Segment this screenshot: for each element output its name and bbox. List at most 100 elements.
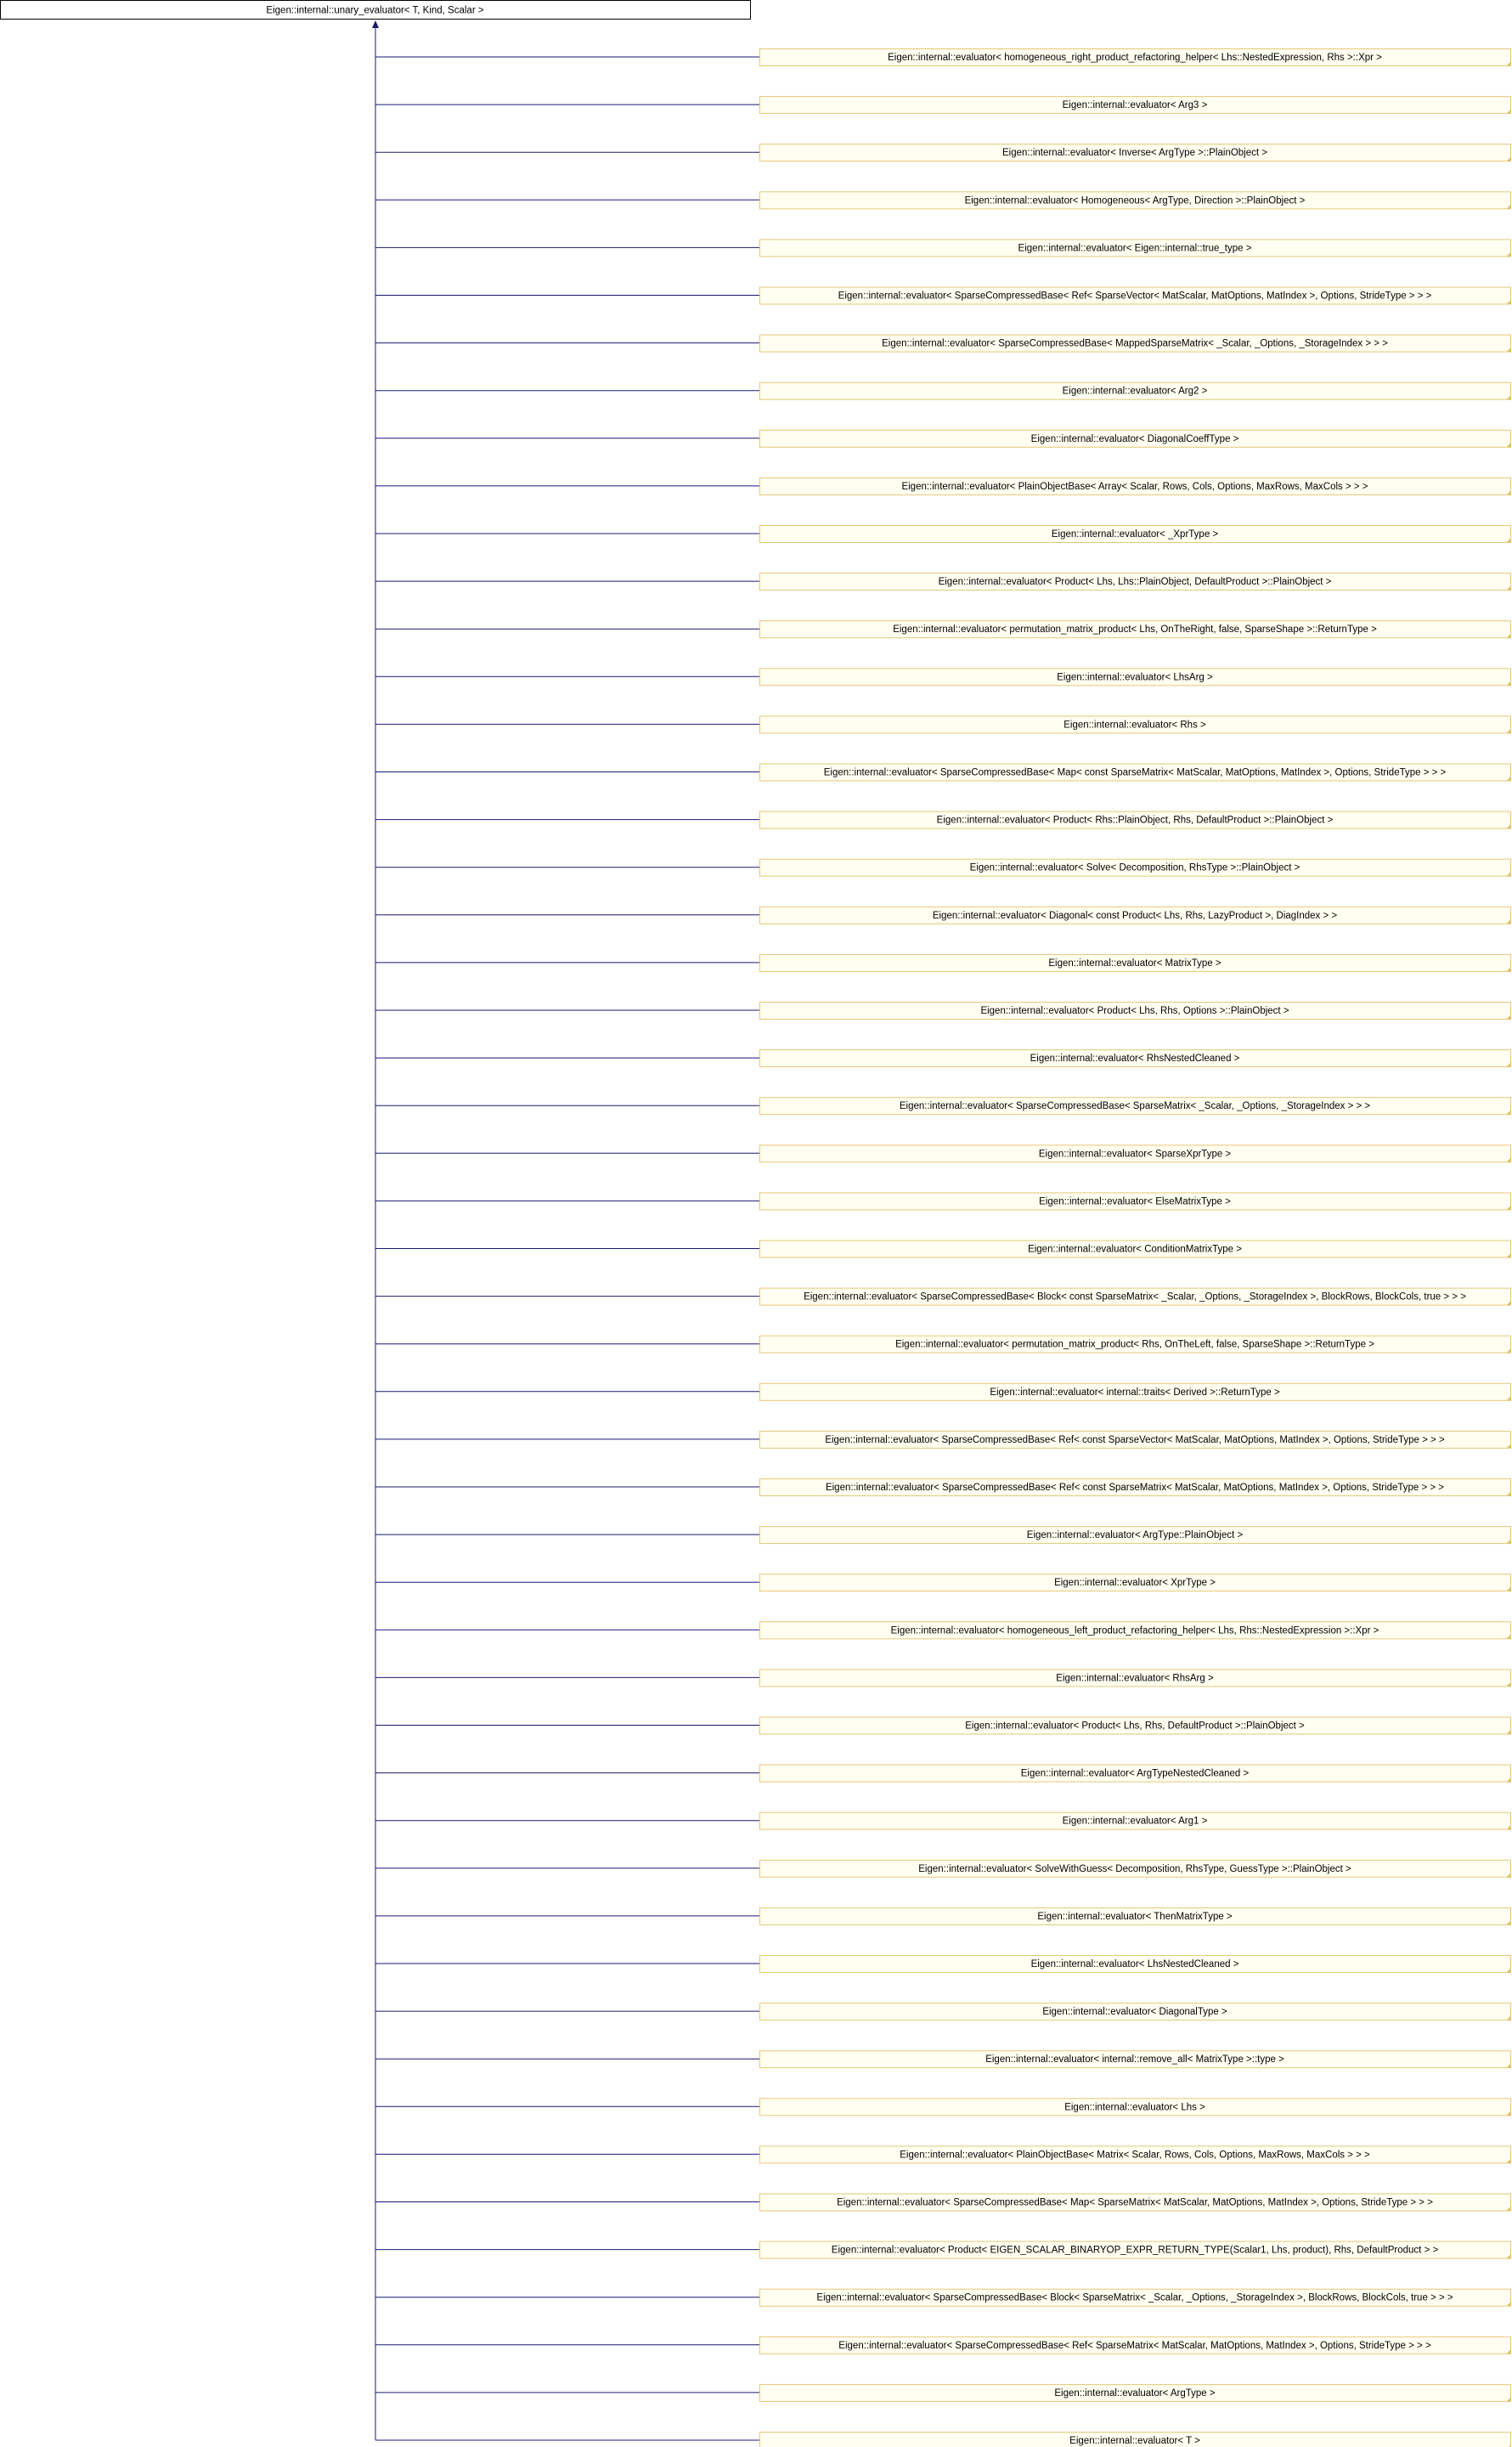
derived-class-node[interactable]: Eigen::internal::evaluator< Product< EIG… xyxy=(759,2241,1511,2259)
derived-class-box xyxy=(759,1478,1511,1496)
derived-class-node[interactable]: Eigen::internal::evaluator< SparseCompre… xyxy=(759,1097,1511,1116)
incomplete-node-corner-mark xyxy=(1506,2302,1511,2307)
derived-class-node[interactable]: Eigen::internal::evaluator< homogeneous_… xyxy=(759,1621,1511,1640)
incomplete-node-corner-mark xyxy=(1506,443,1511,448)
derived-class-node[interactable]: Eigen::internal::evaluator< SparseCompre… xyxy=(759,1287,1511,1306)
incomplete-node-corner-mark xyxy=(1506,1681,1511,1687)
derived-class-node[interactable]: Eigen::internal::evaluator< RhsArg > xyxy=(759,1669,1511,1687)
incomplete-node-corner-mark xyxy=(1506,61,1511,66)
derived-class-node[interactable]: Eigen::internal::evaluator< PlainObjectB… xyxy=(759,477,1511,495)
derived-class-box xyxy=(759,1287,1511,1306)
derived-class-node[interactable]: Eigen::internal::evaluator< permutation_… xyxy=(759,620,1511,639)
incomplete-node-corner-mark xyxy=(1506,1968,1511,1973)
derived-class-box xyxy=(759,668,1511,687)
derived-class-node[interactable]: Eigen::internal::evaluator< SparseCompre… xyxy=(759,286,1511,305)
incomplete-node-corner-mark xyxy=(1506,1110,1511,1115)
derived-class-node[interactable]: Eigen::internal::evaluator< Product< Lhs… xyxy=(759,1002,1511,1020)
derived-class-node[interactable]: Eigen::internal::evaluator< ArgType > xyxy=(759,2383,1511,2402)
derived-class-node[interactable]: Eigen::internal::evaluator< MatrixType > xyxy=(759,953,1511,972)
derived-class-node[interactable]: Eigen::internal::evaluator< ElseMatrixTy… xyxy=(759,1192,1511,1211)
derived-class-node[interactable]: Eigen::internal::evaluator< Diagonal< co… xyxy=(759,906,1511,924)
derived-class-box xyxy=(759,1621,1511,1640)
derived-class-box xyxy=(759,1907,1511,1925)
derived-class-node[interactable]: Eigen::internal::evaluator< LhsArg > xyxy=(759,668,1511,687)
incomplete-node-corner-mark xyxy=(1506,1444,1511,1449)
derived-class-node[interactable]: Eigen::internal::evaluator< T > xyxy=(759,2432,1511,2447)
derived-class-node[interactable]: Eigen::internal::evaluator< Solve< Decom… xyxy=(759,858,1511,877)
derived-class-node[interactable]: Eigen::internal::evaluator< ThenMatrixTy… xyxy=(759,1907,1511,1925)
derived-class-node[interactable]: Eigen::internal::evaluator< DiagonalType… xyxy=(759,2003,1511,2021)
derived-class-node[interactable]: Eigen::internal::evaluator< PlainObjectB… xyxy=(759,2145,1511,2164)
incomplete-node-corner-mark xyxy=(1506,395,1511,400)
derived-class-node[interactable]: Eigen::internal::evaluator< SolveWithGue… xyxy=(759,1859,1511,1878)
derived-class-node[interactable]: Eigen::internal::evaluator< internal::tr… xyxy=(759,1382,1511,1401)
derived-class-box xyxy=(759,2145,1511,2164)
derived-class-box xyxy=(759,1240,1511,1258)
derived-class-label: Eigen::internal::evaluator< ArgType::Pla… xyxy=(1027,1530,1244,1540)
derived-class-node[interactable]: Eigen::internal::evaluator< LhsNestedCle… xyxy=(759,1955,1511,1973)
derived-class-node[interactable]: Eigen::internal::evaluator< Product< Lhs… xyxy=(759,573,1511,591)
derived-class-box xyxy=(759,191,1511,210)
derived-class-node[interactable]: Eigen::internal::evaluator< Homogeneous<… xyxy=(759,191,1511,210)
derived-class-label: Eigen::internal::evaluator< Arg1 > xyxy=(1063,1817,1208,1827)
derived-class-node[interactable]: Eigen::internal::evaluator< XprType > xyxy=(759,1574,1511,1592)
derived-class-node[interactable]: Eigen::internal::evaluator< homogeneous_… xyxy=(759,48,1511,66)
derived-class-node[interactable]: Eigen::internal::evaluator< Product< Lhs… xyxy=(759,1716,1511,1735)
incomplete-node-corner-mark xyxy=(1506,2158,1511,2163)
derived-class-label: Eigen::internal::evaluator< SparseCompre… xyxy=(838,2341,1431,2351)
derived-class-node[interactable]: Eigen::internal::evaluator< _XprType > xyxy=(759,525,1511,543)
derived-class-label: Eigen::internal::evaluator< DiagonalCoef… xyxy=(1031,434,1239,444)
incomplete-node-corner-mark xyxy=(1506,824,1511,829)
incomplete-node-corner-mark xyxy=(1506,1634,1511,1639)
derived-class-node[interactable]: Eigen::internal::evaluator< ArgTypeNeste… xyxy=(759,1764,1511,1783)
incomplete-node-corner-mark xyxy=(1506,1014,1511,1020)
derived-class-node[interactable]: Eigen::internal::evaluator< SparseCompre… xyxy=(759,763,1511,782)
derived-class-box xyxy=(759,96,1511,115)
derived-class-node[interactable]: Eigen::internal::evaluator< RhsNestedCle… xyxy=(759,1049,1511,1068)
derived-class-node[interactable]: Eigen::internal::evaluator< SparseCompre… xyxy=(759,1430,1511,1449)
derived-class-node[interactable]: Eigen::internal::evaluator< Arg3 > xyxy=(759,96,1511,115)
derived-class-label: Eigen::internal::evaluator< SparseCompre… xyxy=(900,1101,1371,1111)
derived-class-label: Eigen::internal::evaluator< internal::re… xyxy=(985,2054,1284,2065)
derived-class-box xyxy=(759,1192,1511,1211)
derived-class-node[interactable]: Eigen::internal::evaluator< Lhs > xyxy=(759,2098,1511,2116)
inheritance-arrowhead xyxy=(372,20,379,28)
incomplete-node-corner-mark xyxy=(1506,1825,1511,1830)
derived-class-node[interactable]: Eigen::internal::evaluator< DiagonalCoef… xyxy=(759,429,1511,448)
derived-class-node[interactable]: Eigen::internal::evaluator< Arg1 > xyxy=(759,1811,1511,1830)
derived-class-label: Eigen::internal::evaluator< permutation_… xyxy=(893,624,1377,635)
derived-class-node[interactable]: Eigen::internal::evaluator< Rhs > xyxy=(759,715,1511,734)
derived-class-nodes: Eigen::internal::evaluator< homogeneous_… xyxy=(759,48,1511,2447)
incomplete-node-corner-mark xyxy=(1506,633,1511,638)
derived-class-node[interactable]: Eigen::internal::evaluator< ConditionMat… xyxy=(759,1240,1511,1258)
derived-class-label: Eigen::internal::evaluator< homogeneous_… xyxy=(888,53,1382,63)
derived-class-node[interactable]: Eigen::internal::evaluator< Inverse< Arg… xyxy=(759,144,1511,162)
derived-class-node[interactable]: Eigen::internal::evaluator< Arg2 > xyxy=(759,381,1511,400)
derived-class-node[interactable]: Eigen::internal::evaluator< SparseCompre… xyxy=(759,334,1511,353)
derived-class-node[interactable]: Eigen::internal::evaluator< Product< Rhs… xyxy=(759,811,1511,829)
derived-class-box xyxy=(759,381,1511,400)
incomplete-node-corner-mark xyxy=(1506,585,1511,591)
derived-class-box xyxy=(759,763,1511,782)
derived-class-node[interactable]: Eigen::internal::evaluator< ArgType::Pla… xyxy=(759,1526,1511,1545)
derived-class-node[interactable]: Eigen::internal::evaluator< SparseCompre… xyxy=(759,1478,1511,1496)
derived-class-node[interactable]: Eigen::internal::evaluator< Eigen::inter… xyxy=(759,239,1511,257)
incomplete-node-corner-mark xyxy=(1506,156,1511,161)
derived-class-node[interactable]: Eigen::internal::evaluator< permutation_… xyxy=(759,1335,1511,1353)
derived-class-label: Eigen::internal::evaluator< XprType > xyxy=(1054,1578,1216,1588)
derived-class-box xyxy=(759,1049,1511,1068)
derived-class-label: Eigen::internal::evaluator< Homogeneous<… xyxy=(965,195,1306,206)
incomplete-node-corner-mark xyxy=(1506,1253,1511,1257)
derived-class-node[interactable]: Eigen::internal::evaluator< SparseXprTyp… xyxy=(759,1144,1511,1163)
derived-class-node[interactable]: Eigen::internal::evaluator< SparseCompre… xyxy=(759,2193,1511,2212)
derived-class-node[interactable]: Eigen::internal::evaluator< internal::re… xyxy=(759,2050,1511,2069)
derived-class-node[interactable]: Eigen::internal::evaluator< SparseCompre… xyxy=(759,2288,1511,2307)
derived-class-label: Eigen::internal::evaluator< Lhs > xyxy=(1064,2102,1205,2112)
derived-class-node[interactable]: Eigen::internal::evaluator< SparseCompre… xyxy=(759,2336,1511,2354)
derived-class-box xyxy=(759,715,1511,734)
root-class-node[interactable]: Eigen::internal::unary_evaluator< T, Kin… xyxy=(0,0,751,20)
derived-class-box xyxy=(759,858,1511,877)
incomplete-node-corner-mark xyxy=(1506,348,1511,353)
derived-class-label: Eigen::internal::evaluator< T > xyxy=(1069,2436,1200,2446)
